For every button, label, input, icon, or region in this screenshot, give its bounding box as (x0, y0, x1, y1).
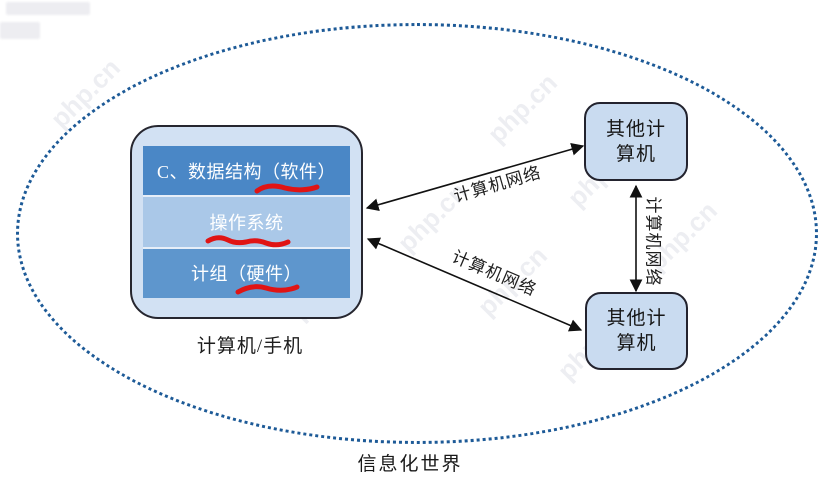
layer-stack: C、数据结构（软件） 操作系统 计组（硬件） (143, 146, 350, 298)
network-label-vertical: 计算机网络 (643, 196, 663, 287)
red-underline-scribble (205, 235, 291, 248)
layer-os: 操作系统 (143, 197, 350, 248)
other-computer-bottom-label: 其他计算机 (606, 308, 667, 354)
layer-software: C、数据结构（软件） (143, 146, 350, 196)
other-computer-top-box: 其他计算机 (584, 102, 688, 181)
corner-artifact (0, 22, 40, 39)
main-computer-box: C、数据结构（软件） 操作系统 计组（硬件） (130, 125, 363, 319)
layer-hardware-label: 计组（硬件） (191, 264, 302, 285)
layer-software-label: C、数据结构（软件） (156, 161, 336, 182)
layer-hardware: 计组（硬件） (143, 248, 350, 298)
other-computer-bottom-box: 其他计算机 (585, 292, 688, 370)
corner-artifact (6, 2, 90, 15)
world-ellipse (16, 23, 818, 444)
other-computer-top-label: 其他计算机 (605, 118, 666, 165)
world-caption: 信息化世界 (357, 454, 463, 475)
red-underline-scribble (254, 183, 320, 194)
layer-os-label: 操作系统 (209, 212, 284, 233)
main-computer-caption: 计算机/手机 (196, 336, 304, 357)
